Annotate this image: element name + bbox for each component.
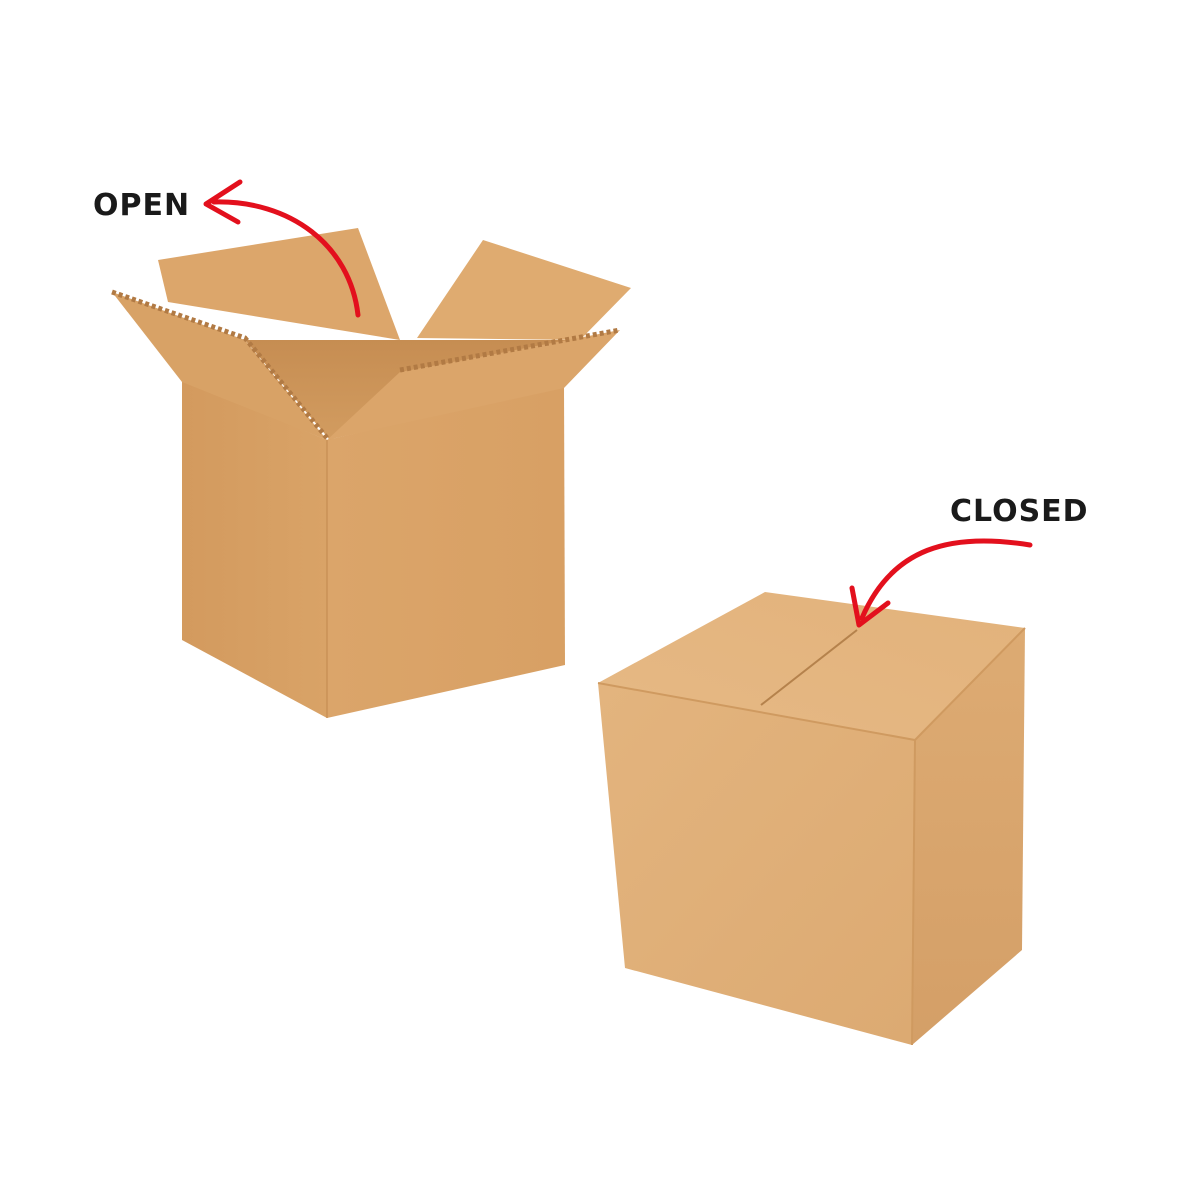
open-box-back-right-flap bbox=[417, 240, 631, 340]
open-box-left-flap bbox=[112, 292, 327, 440]
closed-box-front-face bbox=[598, 683, 915, 1045]
closed-label: CLOSED bbox=[950, 494, 1089, 529]
open-box-back-left-flap bbox=[158, 228, 400, 340]
closed-box-flap-seam bbox=[760, 629, 858, 706]
closed-arrow-shaft bbox=[859, 538, 1033, 621]
open-box bbox=[111, 228, 631, 718]
open-arrow bbox=[203, 179, 361, 318]
open-box-right-flap bbox=[327, 330, 620, 440]
open-box-corrugated-edge-left bbox=[111, 289, 329, 440]
open-arrow-head bbox=[203, 179, 243, 225]
open-box-right-face bbox=[327, 385, 565, 718]
closed-box bbox=[597, 592, 1026, 1046]
closed-box-corner-edge bbox=[911, 739, 916, 1046]
closed-arrow bbox=[849, 538, 1033, 628]
open-box-corrugated-edge-right bbox=[399, 327, 621, 373]
closed-box-side-face bbox=[912, 628, 1025, 1045]
open-box-left-face bbox=[182, 380, 327, 718]
open-label: OPEN bbox=[93, 188, 191, 223]
open-arrow-shaft bbox=[211, 199, 361, 318]
closed-arrow-head bbox=[849, 585, 891, 628]
